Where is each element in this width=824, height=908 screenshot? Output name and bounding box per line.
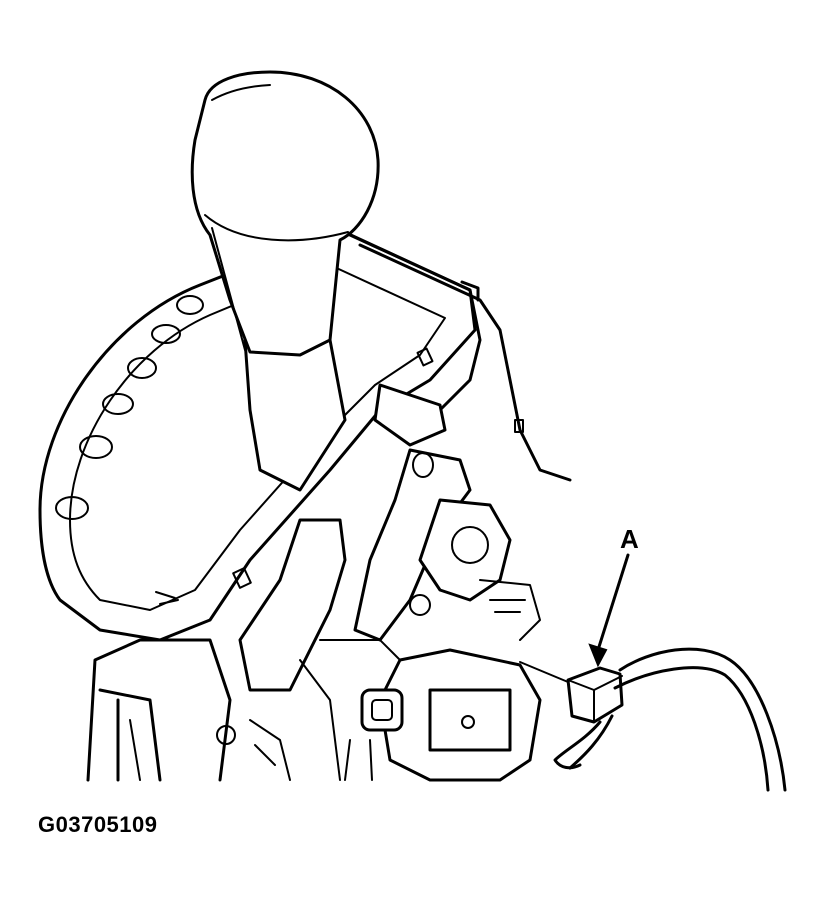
shift-knob	[190, 70, 380, 357]
linkage-arm	[238, 383, 472, 692]
indicator-slot-2	[79, 435, 113, 459]
callout-a: A	[588, 524, 639, 668]
harness-connector	[519, 647, 787, 792]
indicator-slot-3	[102, 393, 134, 415]
indicator-slot-5	[151, 324, 181, 344]
indicator-slot-1	[55, 496, 89, 520]
callout-label: A	[620, 524, 639, 554]
shift-lock-mechanism	[216, 498, 542, 782]
leader-line	[519, 661, 569, 683]
indicator-slot-6	[176, 295, 204, 315]
indicator-slot-4	[127, 357, 157, 379]
side-bracket	[348, 233, 572, 482]
shifter-base-housing	[86, 638, 232, 782]
figure-caption: G03705109	[38, 812, 158, 837]
connector-socket	[428, 688, 512, 752]
